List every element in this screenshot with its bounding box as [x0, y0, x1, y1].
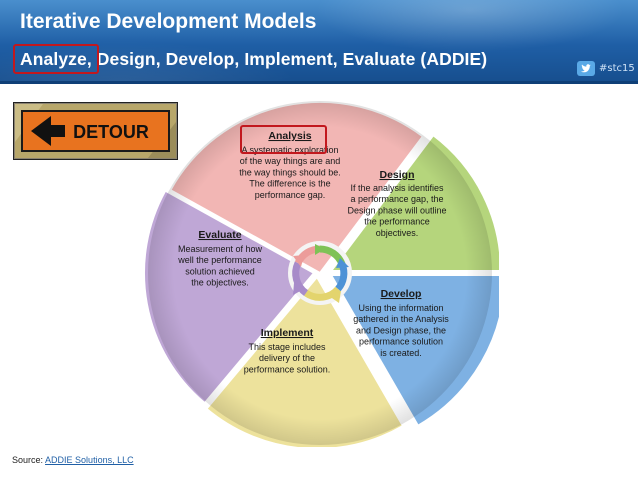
cycle-arrows: [288, 241, 352, 305]
phase-description-line: This stage includes: [248, 342, 326, 352]
phase-description-line: gathered in the Analysis: [353, 314, 449, 324]
hashtag-label: #stc15: [599, 62, 635, 74]
phase-description-line: solution achieved: [185, 266, 255, 276]
phase-description-line: delivery of the: [259, 353, 315, 363]
phase-description-line: performance solution: [359, 337, 443, 347]
phase-description-line: Using the information: [358, 303, 443, 313]
analyze-highlight-box: [13, 44, 99, 74]
phase-title-develop: Develop: [381, 288, 422, 300]
phase-description-line: Measurement of how: [178, 244, 263, 254]
phase-description-line: a performance gap, the: [350, 194, 443, 204]
header-divider: [0, 81, 638, 84]
slide-subtitle: Analyze, Design, Develop, Implement, Eva…: [20, 49, 488, 69]
phase-description-line: performance gap.: [255, 190, 326, 200]
phase-description-line: A systematic exploration: [241, 145, 338, 155]
twitter-bird-icon: [577, 60, 595, 76]
phase-description-line: is created.: [380, 348, 422, 358]
phase-description-line: the objectives.: [191, 278, 249, 288]
phase-title-implement: Implement: [261, 327, 314, 339]
phase-description-line: If the analysis identifies: [350, 183, 444, 193]
phase-description-line: well the performance: [177, 255, 262, 265]
phase-description-line: and Design phase, the: [356, 325, 446, 335]
phase-description-line: objectives.: [376, 228, 419, 238]
phase-description-line: performance solution.: [244, 364, 331, 374]
phase-title-evaluate: Evaluate: [198, 229, 241, 241]
phase-description-line: of the way things are and: [240, 156, 341, 166]
phase-title-design: Design: [379, 169, 414, 181]
twitter-hashtag-badge: #stc15: [577, 60, 635, 76]
analysis-highlight-box: [240, 125, 327, 154]
source-label: Source:: [12, 455, 44, 465]
title-banner: Iterative Development Models Analyze, De…: [0, 0, 638, 81]
phase-description-line: Design phase will outline: [347, 205, 446, 215]
detour-sign-text: DETOUR: [73, 122, 149, 142]
source-link[interactable]: ADDIE Solutions, LLC: [45, 455, 134, 465]
phase-description-line: the way things should be.: [239, 167, 341, 177]
phase-description-line: The difference is the: [249, 179, 330, 189]
phase-title-analysis: Analysis: [268, 130, 311, 142]
source-citation: Source: ADDIE Solutions, LLC: [12, 455, 134, 465]
phase-description-line: the performance: [364, 217, 430, 227]
slide-title: Iterative Development Models: [20, 10, 317, 33]
